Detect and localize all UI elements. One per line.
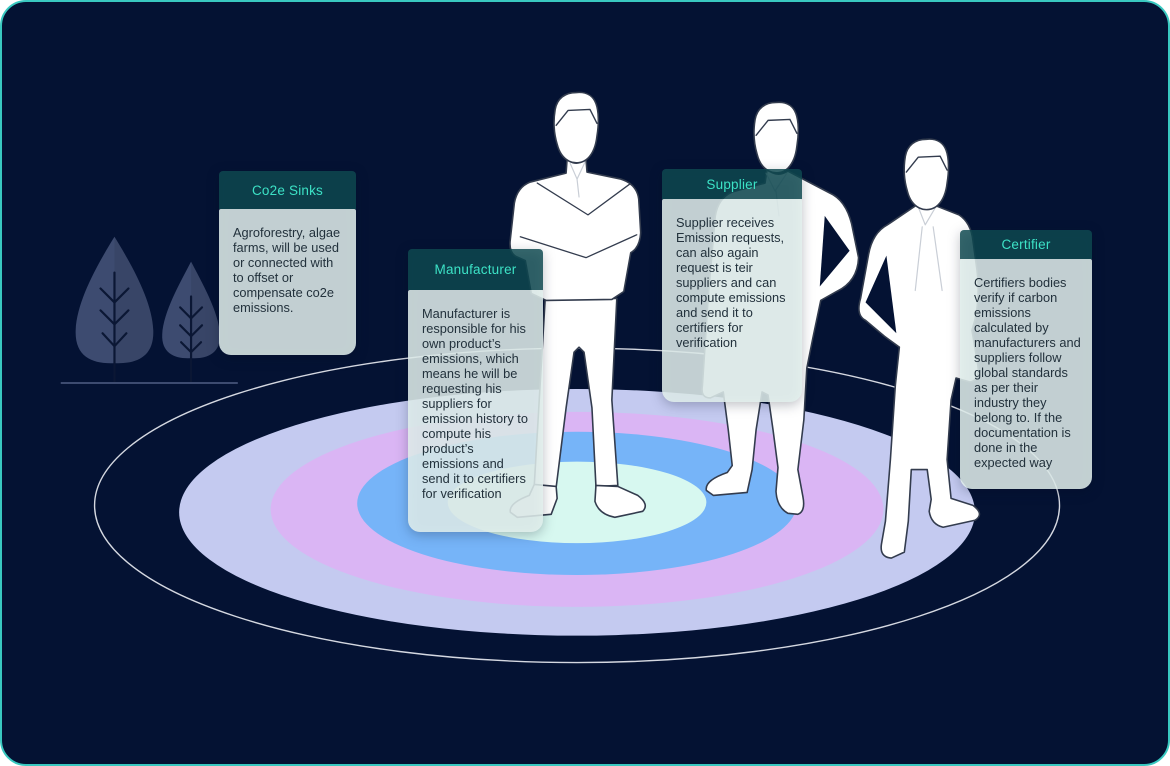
card-co2e-sinks-header: Co2e Sinks [219,171,356,209]
card-supplier-title: Supplier [706,176,758,192]
figure-certifier-head [903,138,950,211]
card-manufacturer-title: Manufacturer [434,262,517,277]
tree-branches [99,271,204,385]
figure-manufacturer-hair [555,108,598,127]
card-certifier-title: Certifier [1001,237,1051,252]
card-manufacturer: Manufacturer Manufacturer is responsible… [408,249,543,532]
figure-certifier-collar [914,206,943,292]
figure-manufacturer-right-shoe [594,484,647,519]
figure-supplier-head [753,101,800,174]
card-co2e-sinks-body: Agroforestry, algae farms, will be used … [219,209,356,355]
card-supplier-header: Supplier [662,169,802,199]
figure-manufacturer-collar [569,161,586,198]
figure-certifier-hair [905,155,948,173]
card-certifier-header: Certifier [960,230,1092,259]
trees-illustration [60,236,238,385]
card-manufacturer-body: Manufacturer is responsible for his own … [408,290,543,532]
figure-certifier-arm-gap [865,255,897,334]
figure-manufacturer-crossed-arms [519,182,638,259]
large-tree-shade [114,236,154,364]
card-supplier-body: Supplier receives Emission requests, can… [662,199,802,402]
card-co2e-sinks-title: Co2e Sinks [251,182,324,198]
figure-manufacturer-head [553,91,600,164]
figure-supplier-arm-gap [819,215,850,287]
figure-supplier-hair [755,118,798,136]
card-co2e-sinks: Co2e Sinks Agroforestry, algae farms, wi… [219,171,356,355]
card-supplier: Supplier Supplier receives Emission requ… [662,169,802,402]
card-manufacturer-header: Manufacturer [408,249,543,290]
small-tree-shade [191,261,220,359]
card-certifier: Certifier Certifiers bodies verify if ca… [960,230,1092,489]
card-certifier-body: Certifiers bodies verify if carbon emiss… [960,259,1092,489]
